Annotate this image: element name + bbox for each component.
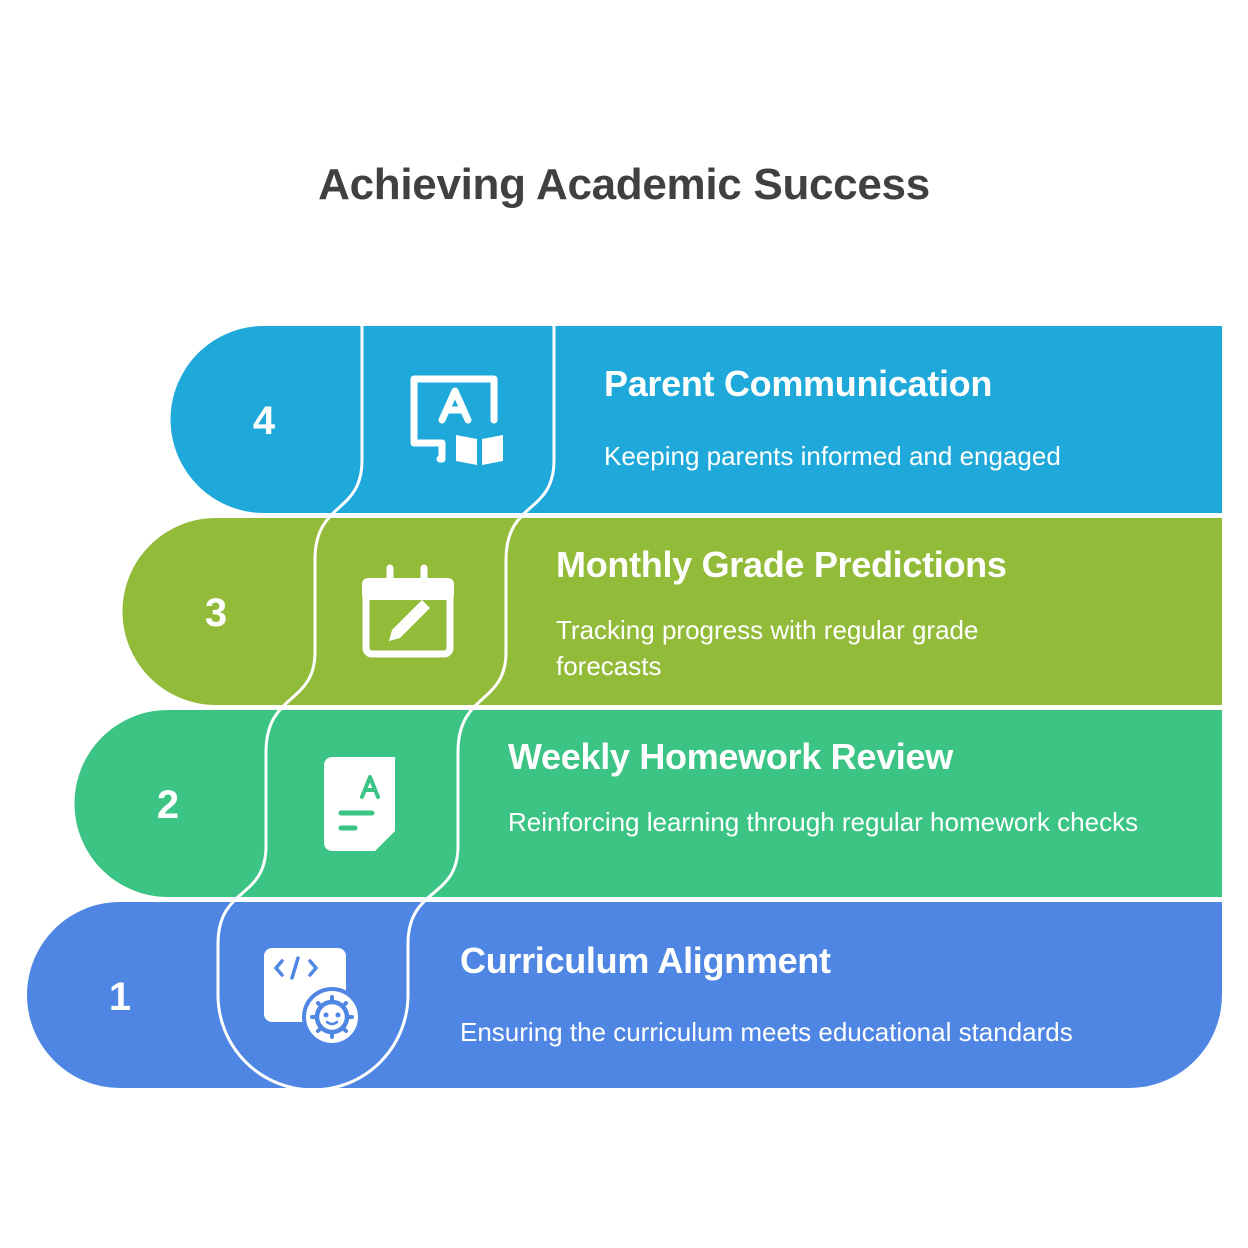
step-title-3: Monthly Grade Predictions (556, 544, 1007, 585)
step-title-1: Curriculum Alignment (460, 940, 831, 981)
step-title-4: Parent Communication (604, 363, 993, 404)
step-number-1: 1 (109, 975, 131, 1019)
band-gap (0, 897, 1248, 902)
step-description-2: Reinforcing learning through regular hom… (508, 807, 1139, 837)
connector-ribbon (216, 326, 556, 1092)
monitor-book-icon (410, 375, 503, 465)
step-description-4: Keeping parents informed and engaged (604, 441, 1061, 471)
graded-paper-icon (324, 757, 395, 851)
calendar-edit-icon (362, 564, 454, 658)
step-description-3: Tracking progress with regular grade for… (556, 615, 979, 681)
step-title-2: Weekly Homework Review (508, 736, 953, 777)
band-gap (0, 705, 1248, 710)
code-window-icon (264, 948, 362, 1047)
diagram-title: Achieving Academic Success (318, 160, 930, 209)
step-band-4 (170, 326, 1222, 513)
step-description-1: Ensuring the curriculum meets educationa… (460, 1017, 1073, 1047)
step-number-2: 2 (157, 783, 179, 827)
step-band-3 (122, 518, 1222, 705)
band-gap (0, 513, 1248, 518)
step-band-1 (27, 902, 1222, 1088)
step-number-4: 4 (253, 399, 276, 443)
step-number-3: 3 (205, 591, 227, 635)
